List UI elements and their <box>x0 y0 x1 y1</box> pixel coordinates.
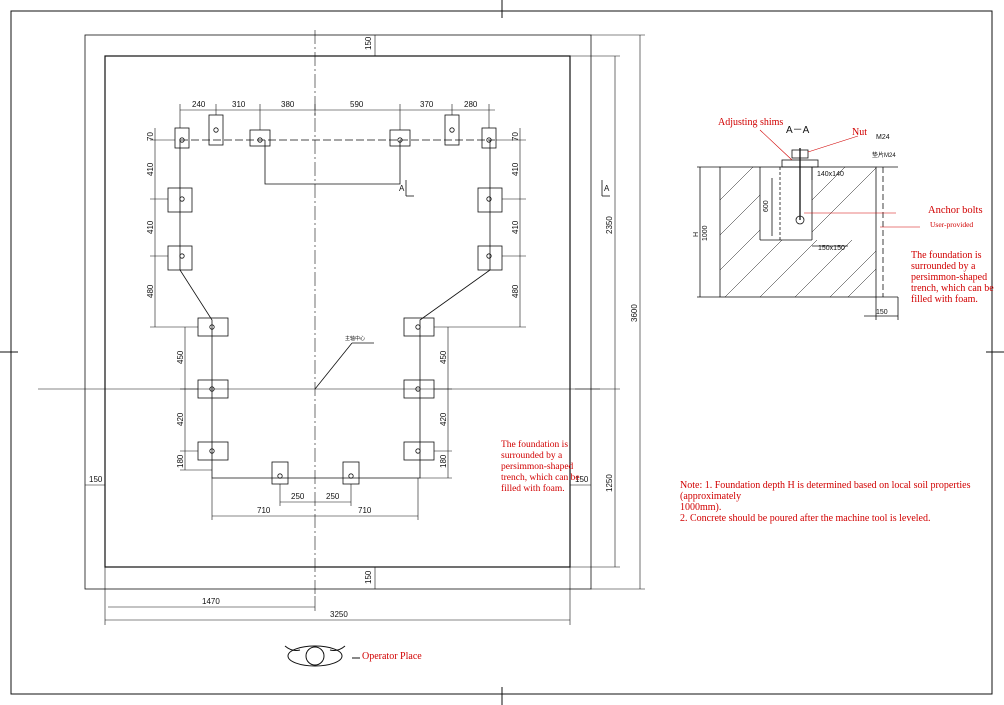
dim-1000: 1000 <box>702 225 709 241</box>
section-hatching <box>719 166 877 298</box>
plan-view <box>38 30 600 596</box>
pointer-leader <box>314 342 353 390</box>
section-title: A－A <box>786 125 810 136</box>
anchor-pads <box>167 114 503 485</box>
section-marker-label: A <box>604 184 610 193</box>
anchor-pad <box>477 187 503 213</box>
note-line-1: Note: 1. Foundation depth H is determine… <box>680 480 971 513</box>
top-notch-outline <box>264 140 401 185</box>
dim-text: 380 <box>281 100 295 109</box>
section-trench-note: The foundation is surrounded by a persim… <box>911 250 994 305</box>
user-provided-label: User-provided <box>930 220 974 229</box>
section-marker-left <box>405 180 414 197</box>
dim-text: 70 <box>146 132 155 141</box>
dim-text: 150 <box>364 570 373 584</box>
general-notes: Note: 1. Foundation depth H is determine… <box>680 480 1000 524</box>
dim-text: 150 <box>575 475 589 484</box>
anchor-pad <box>481 127 497 149</box>
anchor-pad <box>174 127 190 149</box>
dim-text: 710 <box>358 506 372 515</box>
dim-text: 710 <box>257 506 271 515</box>
dim-text: 280 <box>464 100 478 109</box>
anchor-pad <box>477 245 503 271</box>
dim-text: 410 <box>511 220 520 234</box>
plan-trench-note: The foundation is surrounded by a persim… <box>501 440 580 494</box>
dim-text: 370 <box>420 100 434 109</box>
machine-outline-right <box>315 140 491 479</box>
dim-text: 240 <box>192 100 206 109</box>
dimension-lines <box>85 34 645 625</box>
anchor-pad <box>167 187 193 213</box>
dim-H: H <box>693 232 700 237</box>
dim-text: 180 <box>176 454 185 468</box>
dim-150-trench: 150 <box>876 309 888 316</box>
dim-text: 250 <box>291 492 305 501</box>
foundation-outer-outline <box>84 34 592 590</box>
dim-text: 1470 <box>202 597 220 606</box>
anchor-pad <box>444 114 460 146</box>
foundation-inner-outline <box>104 55 571 568</box>
operator-place-label: Operator Place <box>362 651 422 662</box>
dim-600: 600 <box>763 200 770 212</box>
section-leaders <box>759 129 920 228</box>
nut-label: Nut <box>852 127 867 138</box>
dim-text: 250 <box>326 492 340 501</box>
anchor-pad <box>197 317 229 337</box>
dim-text: 480 <box>511 284 520 298</box>
section-marker-right <box>601 180 610 197</box>
anchor-pad <box>403 317 435 337</box>
dim-text: 2350 <box>605 216 614 234</box>
anchor-pad <box>342 461 360 485</box>
adjusting-shims-label: Adjusting shims <box>718 117 784 128</box>
dim-text: 3600 <box>630 304 639 322</box>
dim-text: 410 <box>146 220 155 234</box>
dim-text: 410 <box>511 162 520 176</box>
section-marker-label: A <box>399 184 405 193</box>
anchor-pad <box>197 441 229 461</box>
dim-text: 410 <box>146 162 155 176</box>
dim-text: 3250 <box>330 610 348 619</box>
dim-text: 480 <box>146 284 155 298</box>
machine-outline-left <box>179 140 315 479</box>
dim-text: 150 <box>364 36 373 50</box>
dim-text: 310 <box>232 100 246 109</box>
dim-text: 180 <box>439 454 448 468</box>
section-view <box>697 148 899 320</box>
note-line-2: 2. Concrete should be poured after the m… <box>680 513 931 524</box>
dim-text: 450 <box>176 350 185 364</box>
dim-text: 1250 <box>605 474 614 492</box>
dim-text: 420 <box>439 412 448 426</box>
operator-place-icon <box>284 645 360 667</box>
anchor-pad <box>208 114 224 146</box>
dim-text: 590 <box>350 100 364 109</box>
dim-text: 70 <box>511 132 520 141</box>
anchor-pad <box>167 245 193 271</box>
spindle-center-label: 主轴中心 <box>345 335 365 342</box>
washer-spec: 垫片M24 <box>872 151 896 159</box>
anchor-pad <box>403 441 435 461</box>
anchor-pad <box>271 461 289 485</box>
dim-150x150: 150x150 <box>818 245 845 252</box>
dim-text: 420 <box>176 412 185 426</box>
foundation-block <box>719 166 877 298</box>
dim-140: 140x140 <box>817 171 844 178</box>
dim-text: 150 <box>89 475 103 484</box>
anchor-pad <box>249 129 271 147</box>
anchor-bolts-label: Anchor bolts <box>928 205 983 216</box>
nut-spec: M24 <box>876 134 890 141</box>
sheet-border <box>10 10 993 695</box>
dim-text: 450 <box>439 350 448 364</box>
